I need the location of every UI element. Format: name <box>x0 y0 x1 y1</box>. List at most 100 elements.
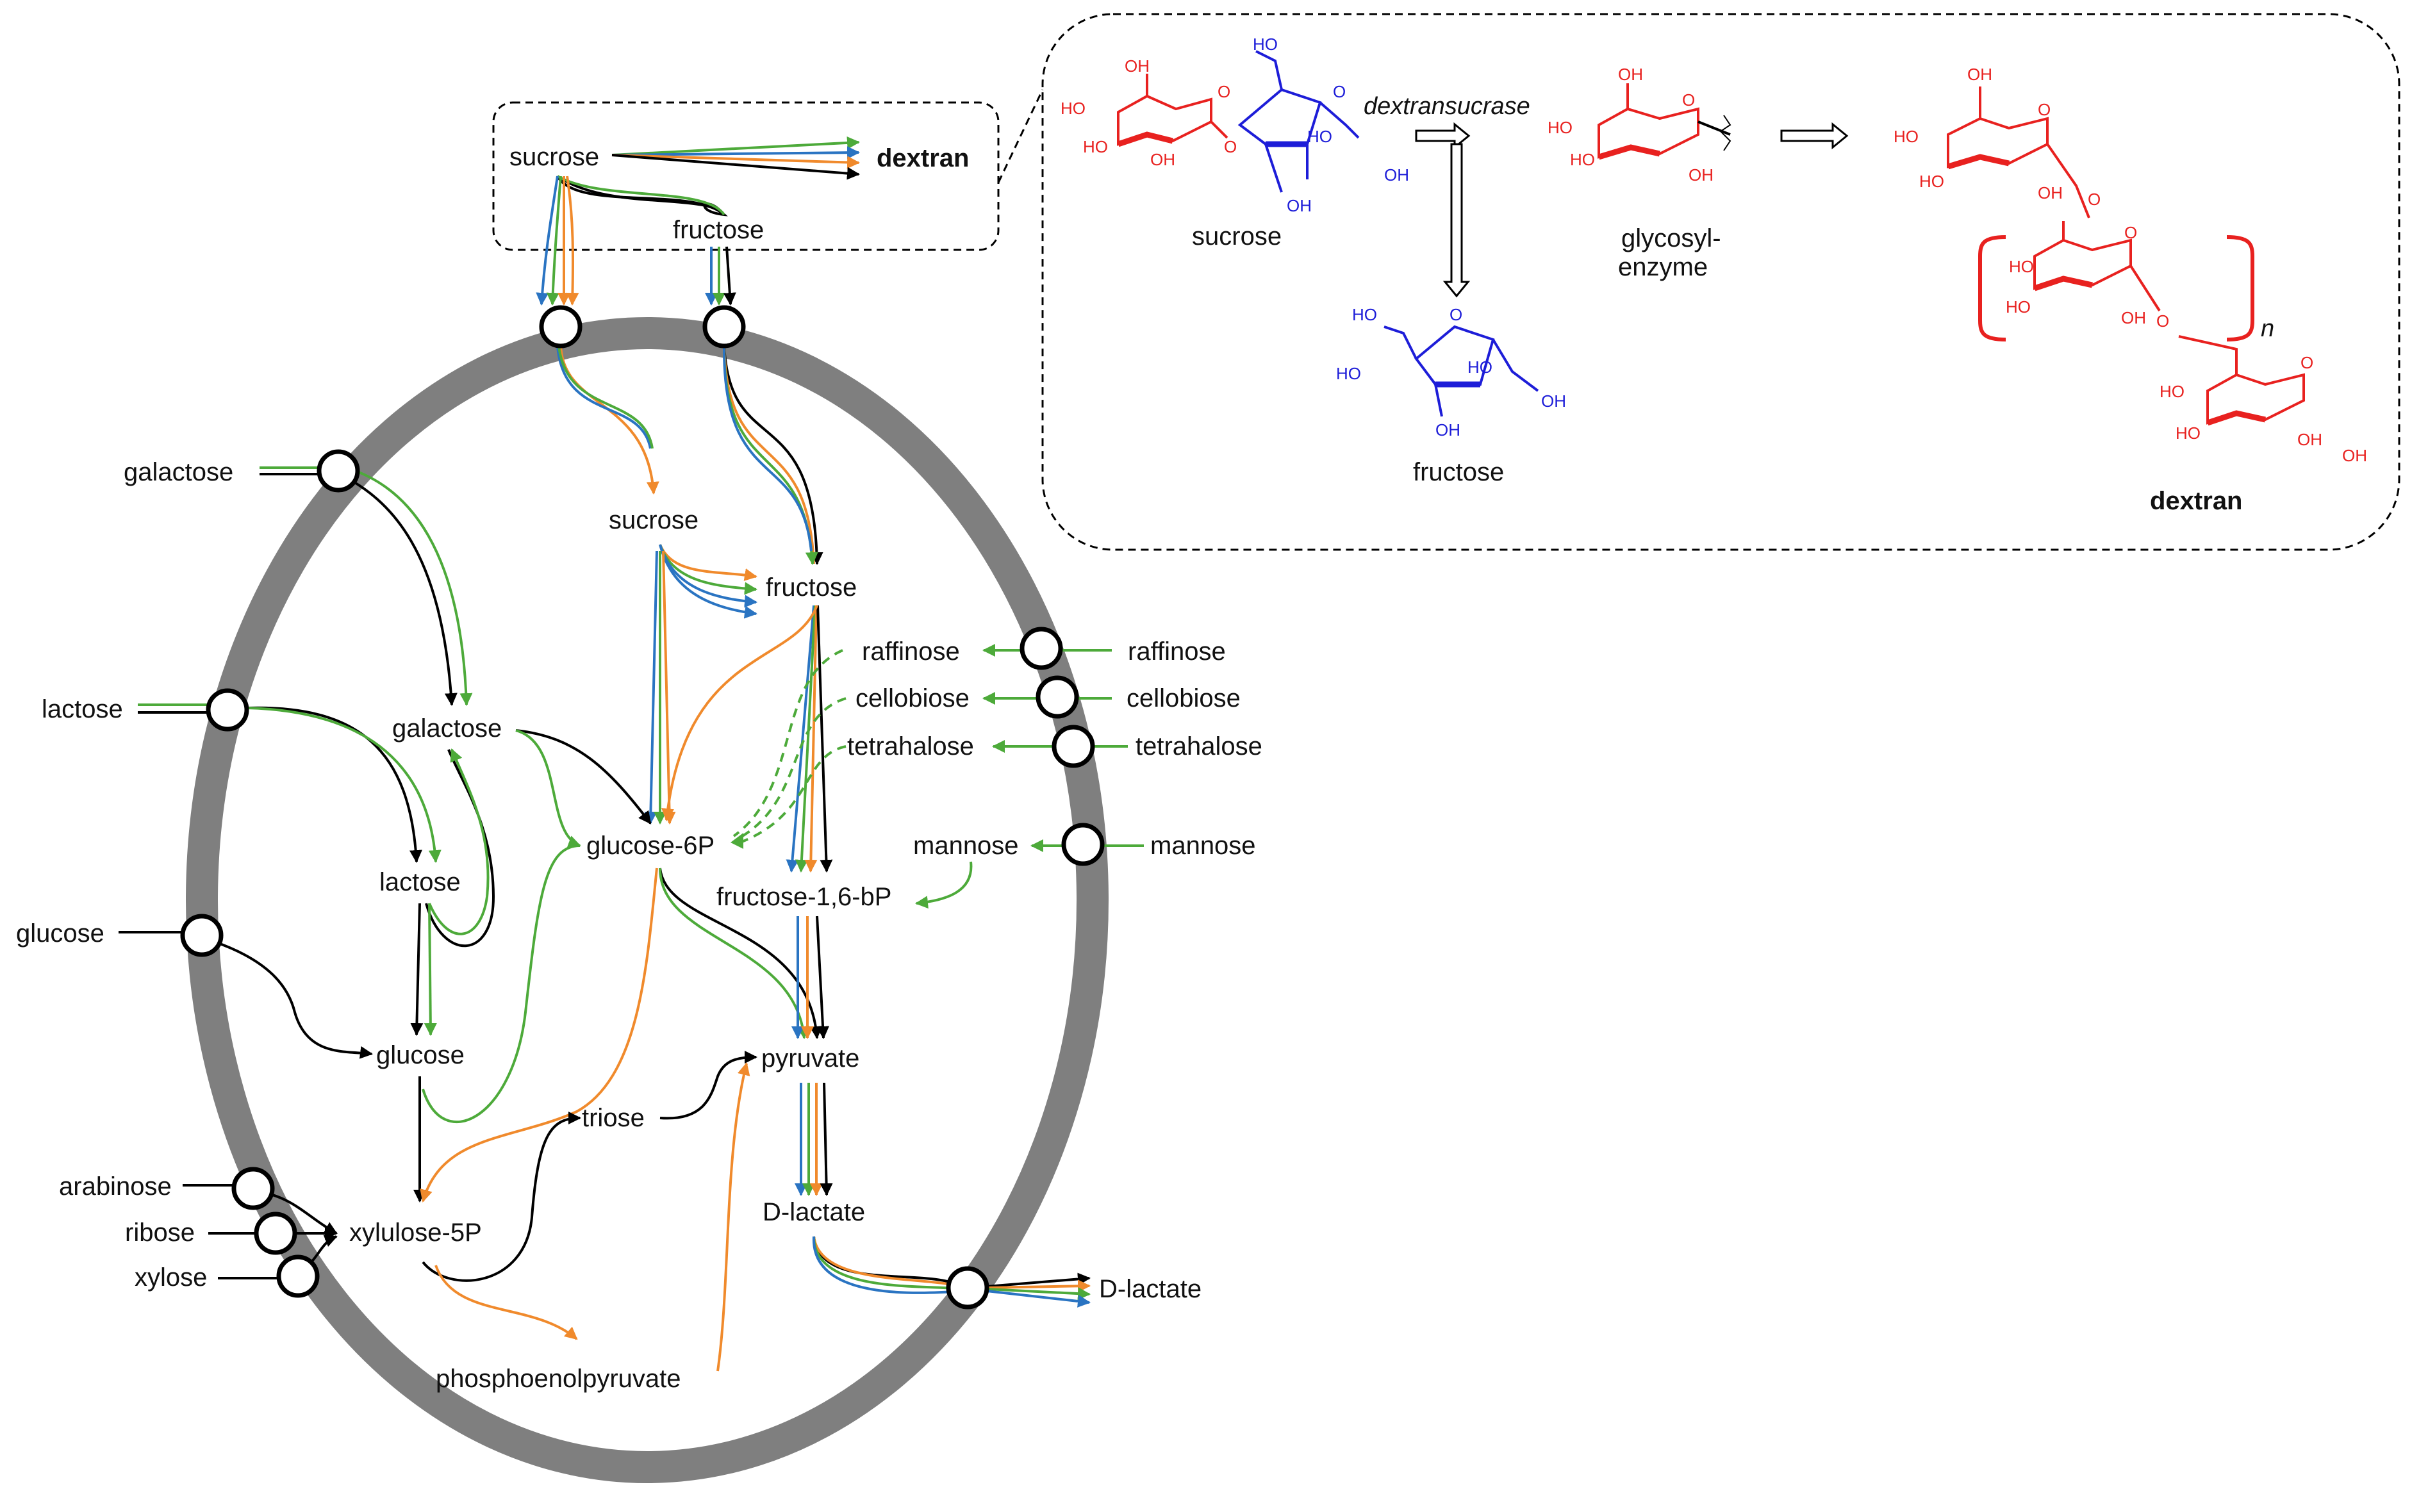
xylulose-to-triose <box>422 1112 581 1282</box>
label-in-fructose-16bp: fructose-1,6-bP <box>716 883 891 911</box>
fructose-uptake-arrows <box>705 246 736 306</box>
dex-o-1: O <box>2038 100 2051 119</box>
label-out-dextran: dextran <box>877 144 970 172</box>
dex-o-4: O <box>2156 311 2169 331</box>
dex-o-5: O <box>2300 353 2313 372</box>
label-in-galactose: galactose <box>392 714 502 743</box>
dex-oh-5: OH <box>2342 446 2367 465</box>
label-out-d-lactate: D-lactate <box>1099 1275 1202 1303</box>
inset-label-glycosyl-1: glycosyl- <box>1621 224 1721 252</box>
label-out-ribose: ribose <box>125 1219 195 1247</box>
sucrose-fru-oh-right: OH <box>1384 165 1409 185</box>
fructose-structure <box>1384 325 1539 417</box>
cell-membrane <box>186 317 1109 1483</box>
dex-o-2: O <box>2088 190 2101 209</box>
sucrose-structure <box>1117 50 1360 193</box>
mannose-to-fbp <box>915 861 973 909</box>
sucrose-ho-1: HO <box>1061 99 1086 118</box>
transporters <box>180 305 1105 1310</box>
transporter-glucose <box>180 914 224 957</box>
transporter-d-lactate <box>946 1266 989 1310</box>
fru-oh-right: OH <box>1541 391 1566 411</box>
dex-ho-4: HO <box>2006 297 2031 316</box>
label-in-mannose: mannose <box>913 832 1019 860</box>
dex-ho-6: HO <box>2176 423 2201 443</box>
label-in-xylulose-5p: xylulose-5P <box>349 1219 482 1247</box>
inset-open-arrows <box>1415 122 1849 298</box>
dex-oh-1: OH <box>1967 65 1992 84</box>
inset-label-sucrose: sucrose <box>1192 222 1282 251</box>
glucose-to-glucose6p <box>422 844 581 1124</box>
sucrose-oh-1: OH <box>1125 56 1150 76</box>
glycosyl-enzyme-structure <box>1598 83 1731 160</box>
label-in-tetrahalose: tetrahalose <box>847 732 974 760</box>
glyco-ring-o: O <box>1682 90 1695 110</box>
dex-ho-5: HO <box>2160 382 2185 401</box>
sucrose-fru-ring-o: O <box>1333 82 1346 101</box>
sucrose-uptake-arrows <box>536 176 579 306</box>
galactose-to-glucose6p <box>515 729 652 848</box>
label-out-arabinose: arabinose <box>59 1172 172 1201</box>
fru-ring-o: O <box>1450 305 1462 324</box>
fbp-to-pyruvate <box>791 916 830 1039</box>
label-out-glucose: glucose <box>16 919 104 948</box>
transporter-galactose <box>317 449 360 493</box>
sucrose-ho-2: HO <box>1083 137 1108 156</box>
label-out-raffinose: raffinose <box>1128 637 1226 666</box>
glucose6p-to-xylulose <box>420 867 658 1203</box>
label-in-pyruvate: pyruvate <box>761 1044 859 1072</box>
transporter-fructose <box>702 305 746 349</box>
sucrose-to-fructose-in <box>659 544 757 619</box>
sucrose-fru-ho-top: HO <box>1253 35 1278 54</box>
sucrose-bridge-o: O <box>1224 137 1237 156</box>
sucrose-oh-2: OH <box>1150 150 1175 169</box>
glyco-oh-bottom: OH <box>1689 165 1714 185</box>
dex-repeat-n: n <box>2261 315 2274 342</box>
galactose-transport <box>260 466 473 706</box>
dex-o-3: O <box>2124 223 2137 242</box>
fru-ho-top: HO <box>1352 305 1377 324</box>
label-out-cellobiose: cellobiose <box>1127 684 1241 712</box>
glucose6p-arrowhead <box>731 833 743 849</box>
glyco-ho-1: HO <box>1548 118 1573 137</box>
sucrose-fru-ho: HO <box>1307 127 1332 146</box>
label-in-glucose-6p: glucose-6P <box>586 832 715 860</box>
dex-ho-1: HO <box>1894 127 1919 146</box>
pep-to-pyruvate <box>716 1062 750 1372</box>
dex-oh-3: OH <box>2121 308 2146 327</box>
inset-label-fructose: fructose <box>1413 458 1504 486</box>
pyruvate-to-dlactate <box>795 1082 833 1196</box>
label-in-fructose: fructose <box>766 573 857 602</box>
label-in-lactose: lactose <box>379 868 461 896</box>
dextran-synthesis-box <box>492 101 1000 251</box>
triose-to-pyruvate <box>659 1051 757 1120</box>
glyco-oh-top: OH <box>1618 65 1643 84</box>
xylulose-to-pep <box>434 1265 578 1340</box>
label-out-galactose: galactose <box>124 458 233 486</box>
sucrose-fru-oh-bottom: OH <box>1287 196 1312 215</box>
fructose-to-fbp <box>661 605 833 873</box>
fru-ho-mid: HO <box>1467 357 1492 377</box>
label-out-lactose: lactose <box>42 695 123 723</box>
inset-label-glycosyl-2: enzyme <box>1618 253 1708 281</box>
label-in-phosphoenolpyruvate: phosphoenolpyruvate <box>436 1365 681 1393</box>
transporter-cellobiose <box>1036 675 1079 719</box>
glyco-ho-2: HO <box>1570 150 1595 169</box>
fru-oh-bottom: OH <box>1435 420 1460 440</box>
disaccharides-to-glucose6p <box>732 649 847 844</box>
label-out-mannose: mannose <box>1150 832 1256 860</box>
glucose-uptake <box>119 931 373 1059</box>
transporter-ribose <box>254 1212 297 1255</box>
transporter-xylose <box>276 1254 320 1298</box>
lactose-cleavage <box>410 748 495 1036</box>
inset-label-dextran: dextran <box>2150 487 2243 515</box>
sucrose-transport-in <box>556 345 659 495</box>
label-out-tetrahalose: tetrahalose <box>1136 732 1262 760</box>
label-in-cellobiose: cellobiose <box>855 684 970 712</box>
label-in-raffinose: raffinose <box>862 637 960 666</box>
fructose-transport-in <box>722 345 823 565</box>
inset-enzyme-label: dextransucrase <box>1364 93 1530 120</box>
dex-oh-4: OH <box>2297 430 2322 449</box>
sucrose-to-glucose6p <box>644 550 676 825</box>
